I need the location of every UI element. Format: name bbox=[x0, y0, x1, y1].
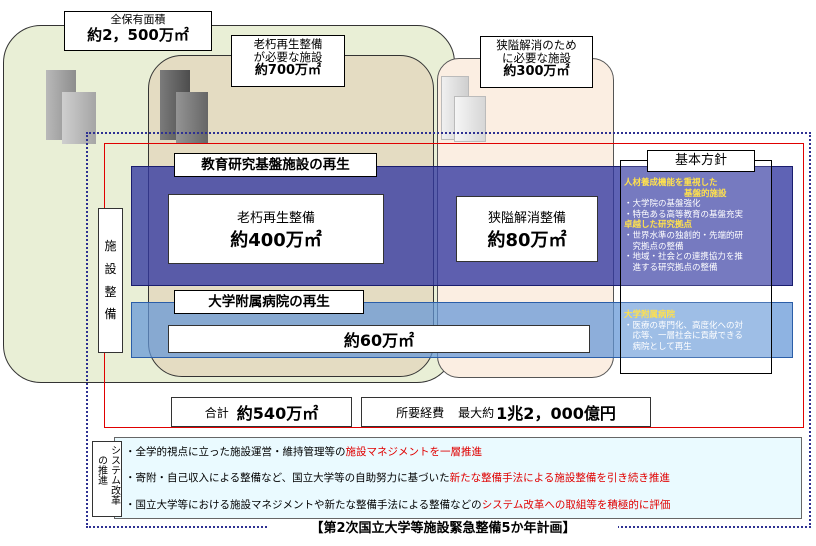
building-icon bbox=[454, 96, 486, 142]
policy-edu-text: 人材養成機能を重視した 基盤的施設 ・大学院の基盤強化 ・特色ある高等教育の基盤… bbox=[624, 178, 790, 273]
aging-area-line2: が必要な施設 bbox=[253, 50, 323, 65]
policy-heading: 基盤的施設 bbox=[684, 188, 727, 199]
system-item: ・寄附・自己収入による整備など、国立大学等の自助努力に基づいた新たな整備手法によ… bbox=[125, 472, 670, 484]
system-reform-box: ・全学的視点に立った施設運営・維持管理等の施設マネジメントを一層推進 ・寄附・自… bbox=[114, 437, 802, 519]
crowded-relief-value: 約80万㎡ bbox=[487, 229, 567, 251]
total-area-title: 全保有面積 bbox=[110, 13, 166, 26]
cost-prefix: 最大約 bbox=[458, 405, 495, 420]
hospital-value: 約60万㎡ bbox=[343, 331, 415, 350]
hospital-value-box: 約60万㎡ bbox=[168, 325, 590, 353]
aging-renewal-box: 老朽再生整備 約400万㎡ bbox=[168, 194, 384, 264]
system-item: ・全学的視点に立った施設運営・維持管理等の施設マネジメントを一層推進 bbox=[125, 446, 482, 458]
policy-heading: 大学附属病院 bbox=[624, 310, 676, 320]
total-area-value: 約2，500万㎡ bbox=[87, 25, 189, 44]
policy-item: 病院として再生 bbox=[624, 341, 692, 352]
aging-area-value: 約700万㎡ bbox=[254, 63, 322, 79]
crowded-relief-box: 狭隘解消整備 約80万㎡ bbox=[456, 196, 598, 262]
facility-label-char: 施 bbox=[104, 238, 117, 253]
facility-label-char: 整 bbox=[104, 284, 117, 299]
policy-item: 応等、一層社会に貢献できる bbox=[624, 331, 743, 342]
total-value: 約540万㎡ bbox=[236, 404, 319, 423]
policy-item: 究拠点の整備 bbox=[624, 241, 684, 252]
system-reform-label: システム改革 の推進 bbox=[92, 441, 122, 517]
edu-band-title: 教育研究基盤施設の再生 bbox=[174, 153, 377, 177]
policy-item: 進する研究拠点の整備 bbox=[624, 262, 718, 273]
policy-item: ・地域・社会との連携協力を推 bbox=[624, 252, 743, 263]
hospital-band-title: 大学附属病院の再生 bbox=[174, 290, 364, 314]
policy-hospital-text: 大学附属病院 ・医療の専門化、高度化への対 応等、一層社会に貢献できる 病院とし… bbox=[624, 310, 790, 352]
crowded-area-line2: に必要な施設 bbox=[502, 51, 571, 66]
crowded-area-value: 約300万㎡ bbox=[503, 64, 570, 80]
policy-title: 基本方針 bbox=[647, 150, 755, 172]
aging-area-line1: 老朽再生整備 bbox=[253, 37, 323, 51]
crowded-area-label: 狭隘解消のため に必要な施設 約300万㎡ bbox=[480, 36, 593, 88]
total-box: 合計 約540万㎡ bbox=[171, 397, 352, 427]
crowded-relief-label: 狭隘解消整備 bbox=[487, 210, 566, 226]
total-area-label: 全保有面積 約2，500万㎡ bbox=[64, 11, 212, 51]
facility-label-char: 設 bbox=[104, 261, 117, 276]
cost-value: 1兆2，000億円 bbox=[496, 404, 616, 423]
facility-label-char: 備 bbox=[104, 307, 117, 322]
aging-renewal-value: 約400万㎡ bbox=[230, 229, 322, 251]
building-icon bbox=[176, 92, 208, 144]
crowded-area-line1: 狭隘解消のため bbox=[496, 38, 577, 52]
policy-heading: 卓越した研究拠点 bbox=[624, 220, 693, 231]
policy-item: ・医療の専門化、高度化への対 bbox=[624, 320, 744, 331]
system-item: ・国立大学等における施設マネジメントや新たな整備手法による整備などのシステム改革… bbox=[125, 499, 671, 511]
building-icon bbox=[62, 92, 96, 144]
policy-item: ・世界水準の独創的・先端的研 bbox=[624, 230, 744, 241]
system-label-col: システム改革 bbox=[108, 445, 120, 505]
policy-column bbox=[620, 160, 772, 374]
cost-box: 所要経費 最大約 1兆2，000億円 bbox=[361, 397, 651, 427]
policy-item: ・大学院の基盤強化 bbox=[624, 199, 701, 210]
policy-item: ・特色ある高等教育の基盤充実 bbox=[624, 209, 744, 220]
policy-heading: 人材養成機能を重視した bbox=[624, 178, 718, 188]
total-label: 合計 bbox=[204, 405, 229, 420]
aging-area-label: 老朽再生整備 が必要な施設 約700万㎡ bbox=[231, 35, 345, 87]
facility-label: 施 設 整 備 bbox=[98, 208, 123, 353]
plan-title: 【第2次国立大学等施設緊急整備5か年計画】 bbox=[268, 519, 618, 539]
system-label-col: の推進 bbox=[95, 455, 107, 485]
cost-label: 所要経費 bbox=[396, 405, 445, 420]
aging-renewal-label: 老朽再生整備 bbox=[236, 210, 315, 226]
